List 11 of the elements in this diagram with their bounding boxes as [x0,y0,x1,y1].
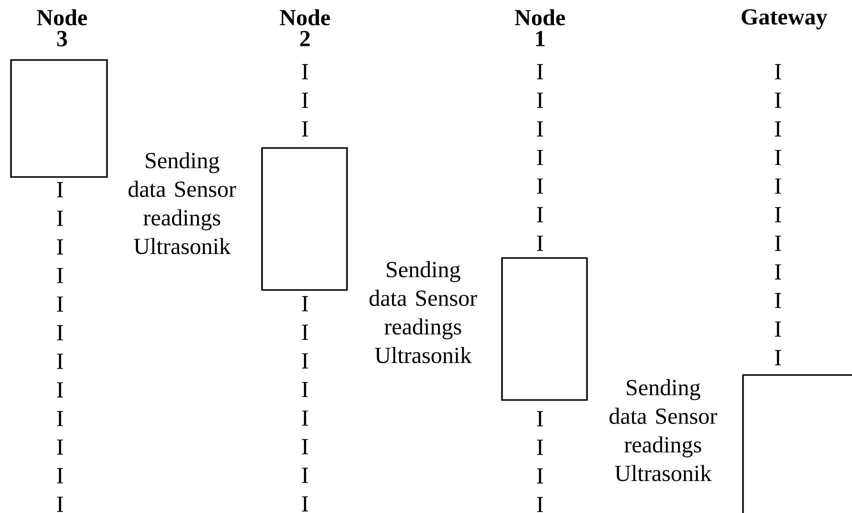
message-text: Sending data Sensor readings Ultrasonik [370,261,478,364]
activation-box [742,374,852,513]
column-heading: Node 2 [280,9,330,46]
message-text: Sending data Sensor readings Ultrasonik [128,152,236,254]
column-heading: Node 1 [514,9,565,46]
message-text: Sending data Sensor readings Ultrasonik [610,379,718,482]
column-heading: Gateway [742,9,828,30]
column-heading: Node 3 [36,9,87,46]
activation-box [10,59,108,178]
activation-box [261,147,348,291]
activation-box [501,257,588,401]
